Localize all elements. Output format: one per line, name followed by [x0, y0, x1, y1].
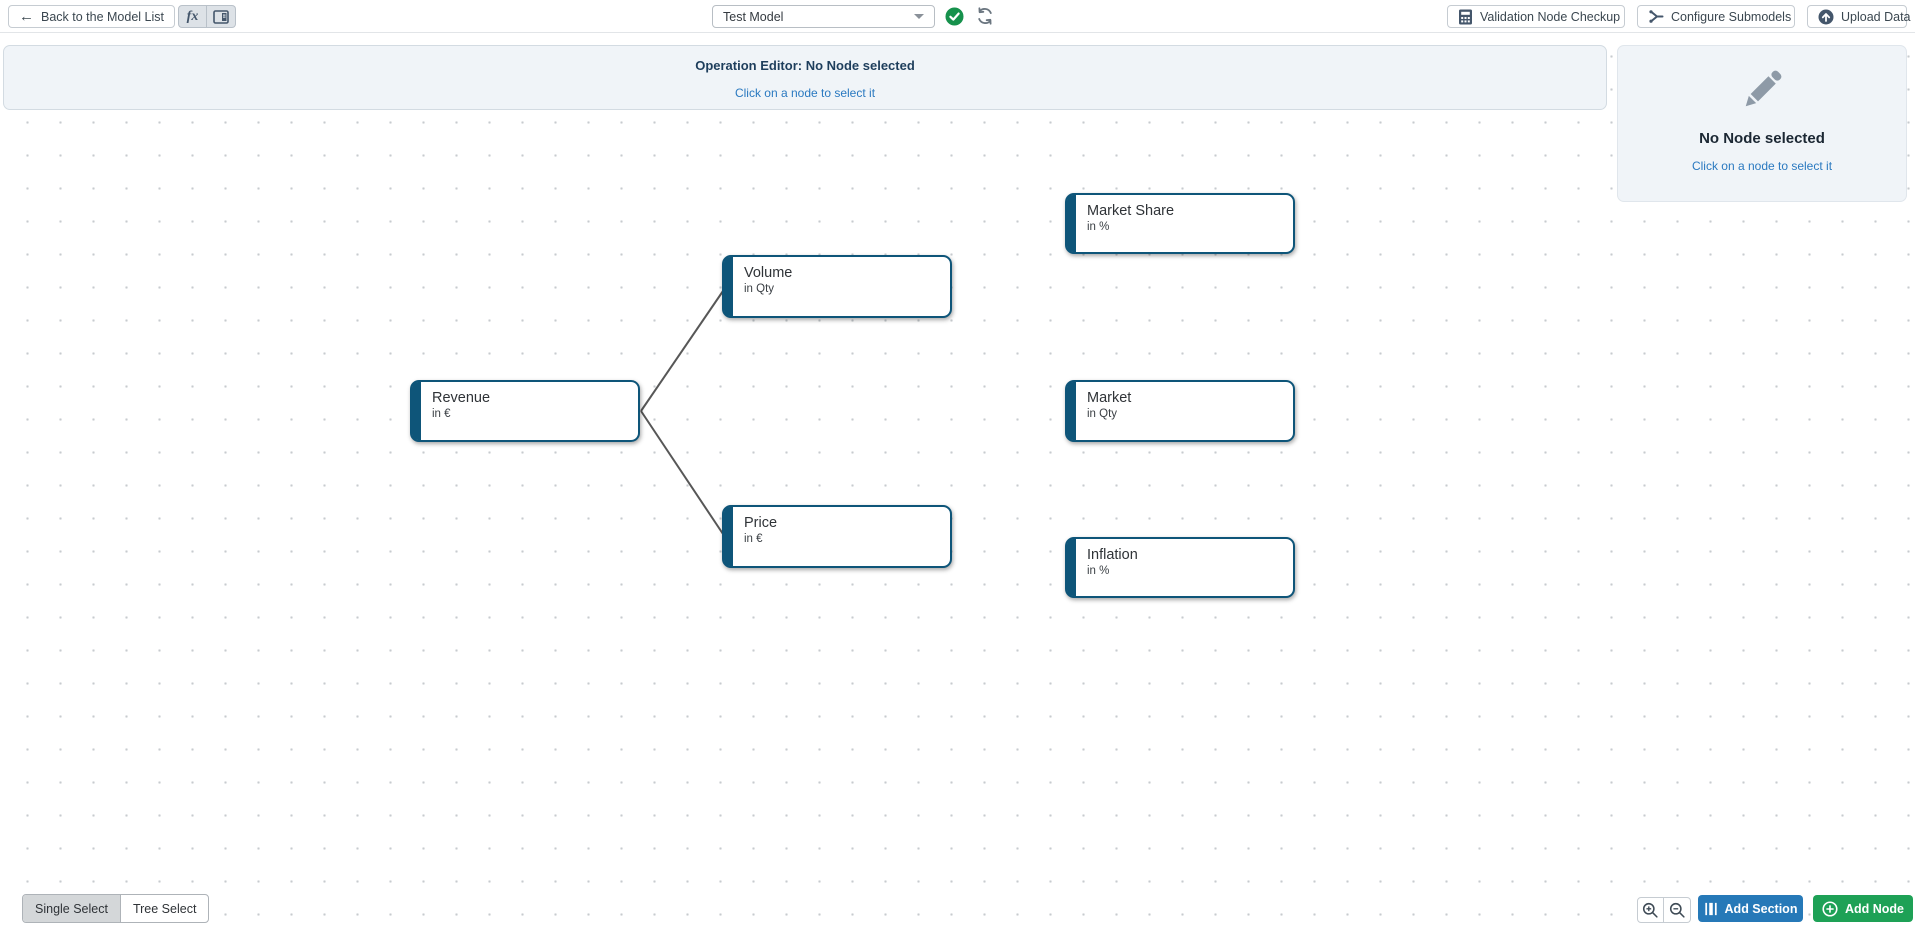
model-valid-check-icon	[945, 7, 964, 26]
node-volume[interactable]: Volume in Qty	[722, 255, 952, 318]
node-title: Revenue	[432, 390, 491, 406]
pencil-icon	[1745, 70, 1782, 107]
node-unit: in €	[744, 533, 763, 545]
formula-mode-button[interactable]: fx	[178, 5, 207, 28]
node-title: Market	[1087, 390, 1132, 406]
zoom-out-icon	[1669, 902, 1685, 918]
operation-editor-hint: Click on a node to select it	[734, 86, 876, 100]
refresh-icon[interactable]	[975, 6, 995, 26]
operation-editor-title-prefix: Operation Editor:	[695, 58, 806, 73]
node-inspector-panel: No Node selected Click on a node to sele…	[1617, 45, 1907, 202]
node-unit: in %	[1087, 565, 1110, 577]
node-revenue[interactable]: Revenue in €	[410, 380, 640, 442]
inspector-title: No Node selected	[1699, 130, 1825, 147]
node-unit: in Qty	[1087, 408, 1118, 420]
model-select-dropdown[interactable]: Test Model	[712, 5, 935, 28]
single-select-tab[interactable]: Single Select	[23, 895, 121, 922]
node-accent-bar	[724, 507, 733, 566]
node-title: Price	[744, 515, 778, 531]
chevron-down-icon	[914, 14, 924, 19]
add-section-button[interactable]: Add Section	[1698, 895, 1803, 922]
node-price[interactable]: Price in €	[722, 505, 952, 568]
configure-button-label: Configure Submodels	[1671, 9, 1792, 24]
diagram-canvas[interactable]	[0, 33, 1915, 931]
tree-select-tab[interactable]: Tree Select	[132, 901, 197, 916]
sidebar-panel-icon	[213, 9, 229, 24]
node-market-share[interactable]: Market Share in %	[1065, 193, 1295, 254]
node-accent-bar	[1067, 539, 1076, 596]
add-node-label: Add Node	[1844, 901, 1905, 916]
validation-node-checkup-button[interactable]: Validation Node Checkup	[1447, 5, 1625, 28]
upload-icon	[1818, 9, 1834, 24]
validation-button-label: Validation Node Checkup	[1480, 9, 1621, 24]
calculator-icon	[1459, 9, 1472, 24]
node-accent-bar	[1067, 382, 1076, 440]
select-mode-toggle: Single Select Tree Select	[22, 894, 210, 923]
zoom-controls	[1637, 897, 1691, 923]
top-toolbar: ← Back to the Model List fx Test Model	[0, 0, 1915, 33]
plus-circle-icon	[1822, 900, 1838, 917]
operation-editor-title: Operation Editor: No Node selected	[4, 58, 1606, 73]
node-inflation[interactable]: Inflation in %	[1065, 537, 1295, 598]
fx-icon: fx	[186, 8, 199, 24]
upload-data-button[interactable]: Upload Data	[1807, 5, 1911, 28]
add-section-label: Add Section	[1724, 901, 1798, 916]
back-button-label: Back to the Model List	[41, 9, 164, 24]
node-accent-bar	[724, 257, 733, 316]
panel-view-button[interactable]	[207, 5, 236, 28]
editor-mode-toggle-group: fx	[178, 5, 236, 28]
node-unit: in Qty	[744, 283, 775, 295]
node-unit: in €	[432, 408, 451, 420]
node-market[interactable]: Market in Qty	[1065, 380, 1295, 442]
node-title: Market Share	[1087, 203, 1175, 219]
columns-icon	[1704, 902, 1717, 915]
upload-button-label: Upload Data	[1841, 9, 1911, 24]
node-title: Inflation	[1087, 547, 1138, 563]
inspector-hint: Click on a node to select it	[1691, 159, 1833, 173]
zoom-in-icon	[1642, 902, 1658, 918]
model-select-value: Test Model	[723, 9, 784, 24]
node-title: Volume	[744, 265, 793, 281]
arrow-left-icon: ←	[19, 8, 34, 25]
configure-submodels-button[interactable]: Configure Submodels	[1637, 5, 1795, 28]
add-node-button[interactable]: Add Node	[1813, 895, 1913, 922]
node-unit: in %	[1087, 221, 1110, 233]
zoom-out-button[interactable]	[1664, 897, 1691, 923]
back-to-model-list-button[interactable]: ← Back to the Model List	[8, 5, 175, 28]
node-accent-bar	[412, 382, 421, 440]
fork-icon	[1649, 10, 1664, 23]
operation-editor-bar: Operation Editor: No Node selected Click…	[3, 45, 1607, 110]
zoom-in-button[interactable]	[1637, 897, 1664, 923]
node-accent-bar	[1067, 195, 1076, 252]
operation-editor-title-value: No Node selected	[805, 58, 915, 73]
